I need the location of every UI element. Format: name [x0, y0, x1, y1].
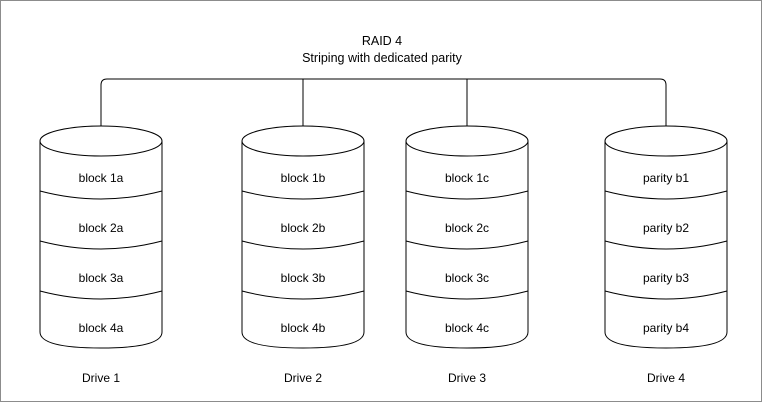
diagram-subtitle: Striping with dedicated parity [302, 51, 463, 65]
drive-block-label-3-3: block 3c [445, 271, 489, 285]
controller-bus-bracket [100, 78, 667, 126]
drive-band-separator-4-1 [604, 190, 728, 200]
drive-band-separator-1-1 [39, 190, 163, 200]
drive-band-separator-2-1 [241, 190, 365, 200]
drive-group-4: parity b1 parity b2 parity b3 parity b4 … [604, 125, 728, 385]
drive-cylinder-body-2 [241, 140, 365, 349]
drive-caption-2: Drive 2 [284, 371, 322, 385]
drive-cylinder-body-4 [604, 140, 728, 349]
drive-block-label-4-2: parity b2 [643, 221, 689, 235]
drive-group-1: block 1a block 2a block 3a block 4a Driv… [39, 125, 163, 385]
drive-band-separator-3-1 [405, 190, 529, 200]
drive-caption-3: Drive 3 [448, 371, 486, 385]
drive-block-label-4-4: parity b4 [643, 321, 689, 335]
drive-cylinder-top-3 [405, 125, 529, 157]
drive-block-label-1-2: block 2a [79, 221, 124, 235]
drive-band-separator-1-2 [39, 240, 163, 250]
drive-block-label-2-1: block 1b [281, 171, 326, 185]
drive-band-separator-3-2 [405, 240, 529, 250]
drive-cylinder-top-1 [39, 125, 163, 157]
drive-band-separator-2-3 [241, 290, 365, 300]
diagram-title: RAID 4 [362, 34, 402, 48]
drive-block-label-3-1: block 1c [445, 171, 489, 185]
drive-block-label-4-3: parity b3 [643, 271, 689, 285]
drive-block-label-1-3: block 3a [79, 271, 124, 285]
drive-group-2: block 1b block 2b block 3b block 4b Driv… [241, 125, 365, 385]
drive-block-label-3-4: block 4c [445, 321, 489, 335]
drive-cylinder-body-3 [405, 140, 529, 349]
drive-caption-4: Drive 4 [647, 371, 685, 385]
drive-group-3: block 1c block 2c block 3c block 4c Driv… [405, 125, 529, 385]
drive-block-label-1-4: block 4a [79, 321, 124, 335]
drive-cylinder-body-1 [39, 140, 163, 349]
drive-block-label-2-4: block 4b [281, 321, 326, 335]
drive-caption-1: Drive 1 [82, 371, 120, 385]
drive-band-separator-4-2 [604, 240, 728, 250]
drive-block-label-2-3: block 3b [281, 271, 326, 285]
drive-block-label-4-1: parity b1 [643, 171, 689, 185]
drive-cylinder-top-4 [604, 125, 728, 157]
drive-block-label-3-2: block 2c [445, 221, 489, 235]
drive-band-separator-4-3 [604, 290, 728, 300]
drive-band-separator-1-3 [39, 290, 163, 300]
drive-block-label-1-1: block 1a [79, 171, 124, 185]
drive-band-separator-3-3 [405, 290, 529, 300]
drive-band-separator-2-2 [241, 240, 365, 250]
drive-block-label-2-2: block 2b [281, 221, 326, 235]
drive-cylinder-top-2 [241, 125, 365, 157]
